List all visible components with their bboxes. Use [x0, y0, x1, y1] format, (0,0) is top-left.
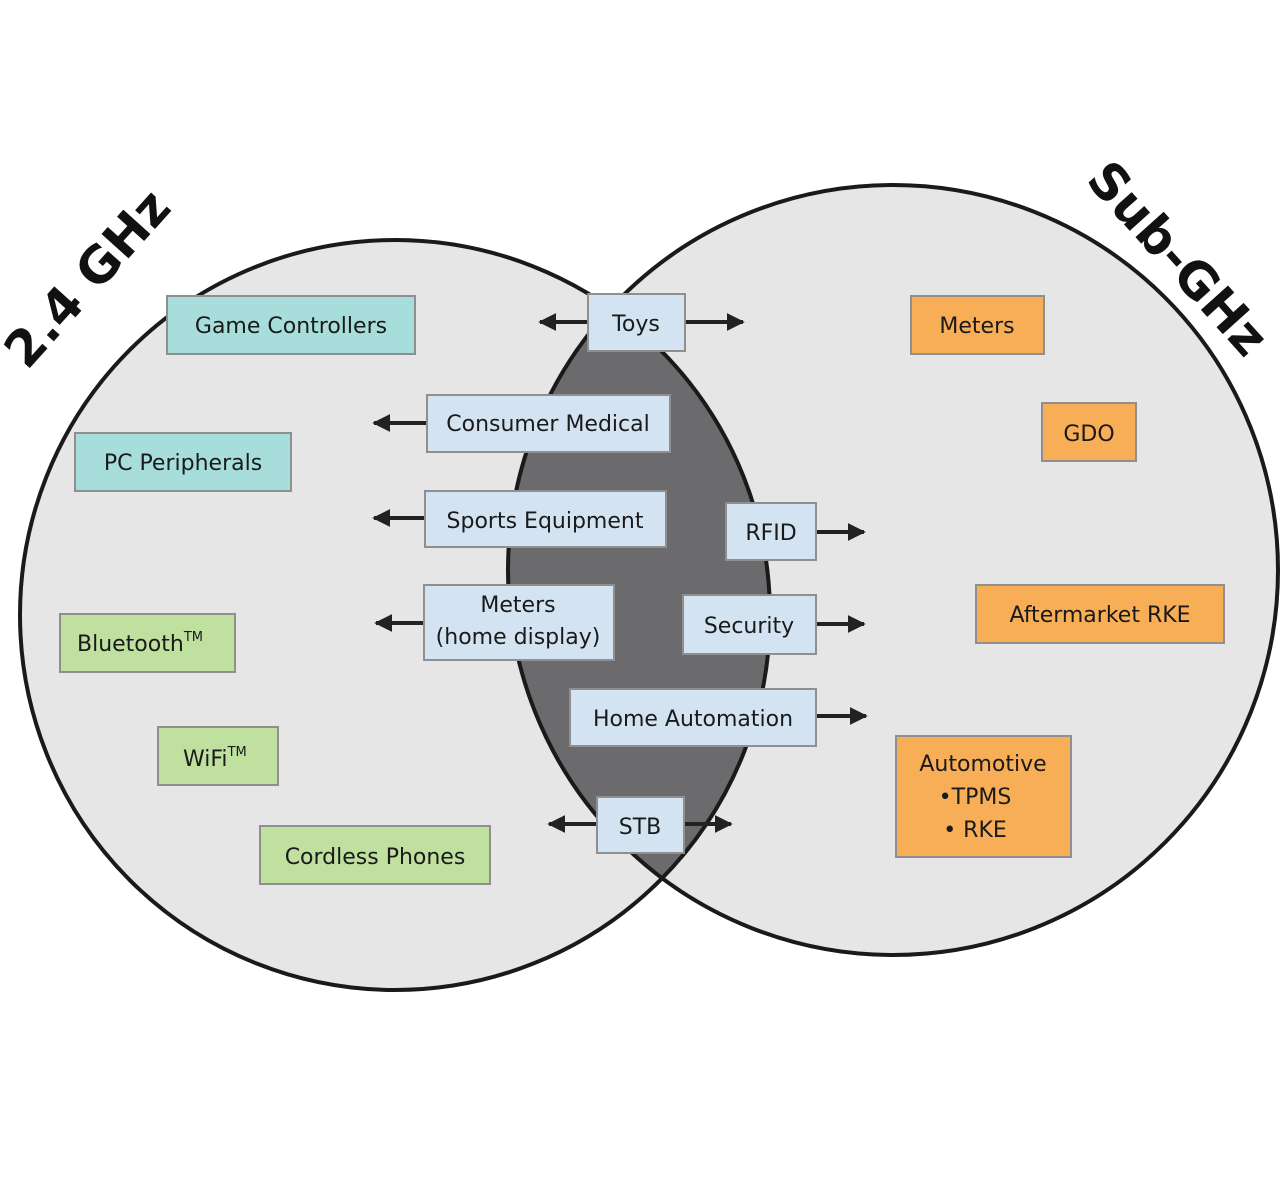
- box-wifi: WiFiTM: [157, 726, 279, 786]
- svg-text:STB: STB: [619, 815, 662, 840]
- box-toys: Toys: [587, 293, 686, 352]
- svg-text:PC Peripherals: PC Peripherals: [104, 451, 262, 476]
- svg-text:Cordless Phones: Cordless Phones: [285, 845, 466, 870]
- box-pc-peripherals: PC Peripherals: [74, 432, 292, 492]
- svg-text:• RKE: • RKE: [943, 818, 1007, 843]
- svg-text:BluetoothTM: BluetoothTM: [77, 630, 203, 657]
- box-meters: Meters: [910, 295, 1045, 355]
- svg-text:Aftermarket RKE: Aftermarket RKE: [1009, 603, 1190, 628]
- svg-text:Sports Equipment: Sports Equipment: [447, 509, 644, 534]
- bluetooth-tm: TM: [183, 630, 203, 645]
- box-consumer-medical: Consumer Medical: [426, 394, 671, 453]
- box-game-controllers: Game Controllers: [166, 295, 416, 355]
- circle-sub-ghz-outline: [506, 183, 1280, 957]
- svg-text:•TPMS: •TPMS: [939, 785, 1012, 810]
- box-bluetooth: BluetoothTM: [59, 613, 236, 673]
- svg-text:(home display): (home display): [436, 625, 601, 650]
- box-automotive: Automotive •TPMS • RKE: [895, 735, 1072, 858]
- svg-text:Meters: Meters: [939, 314, 1014, 339]
- box-gdo: GDO: [1041, 402, 1137, 462]
- box-security: Security: [682, 594, 817, 655]
- svg-text:Consumer Medical: Consumer Medical: [446, 412, 649, 437]
- svg-text:Toys: Toys: [611, 312, 660, 337]
- svg-text:Meters: Meters: [480, 593, 555, 618]
- box-rfid: RFID: [725, 502, 817, 561]
- box-cordless-phones: Cordless Phones: [259, 825, 491, 885]
- arrows: [372, 313, 868, 833]
- box-sports-equipment: Sports Equipment: [424, 490, 667, 548]
- box-meters-home-display: Meters (home display): [423, 584, 615, 661]
- box-stb: STB: [596, 796, 685, 854]
- svg-text:Game Controllers: Game Controllers: [195, 314, 387, 339]
- bluetooth-label: Bluetooth: [77, 632, 184, 657]
- box-home-automation: Home Automation: [569, 688, 817, 747]
- box-aftermarket-rke: Aftermarket RKE: [975, 584, 1225, 644]
- svg-text:Security: Security: [704, 614, 794, 639]
- svg-text:Automotive: Automotive: [919, 752, 1046, 777]
- svg-text:Home Automation: Home Automation: [593, 707, 793, 732]
- wifi-label: WiFi: [183, 747, 228, 772]
- svg-text:RFID: RFID: [745, 521, 796, 546]
- svg-text:WiFiTM: WiFiTM: [183, 745, 247, 772]
- wifi-tm: TM: [227, 745, 247, 760]
- svg-text:GDO: GDO: [1063, 422, 1114, 447]
